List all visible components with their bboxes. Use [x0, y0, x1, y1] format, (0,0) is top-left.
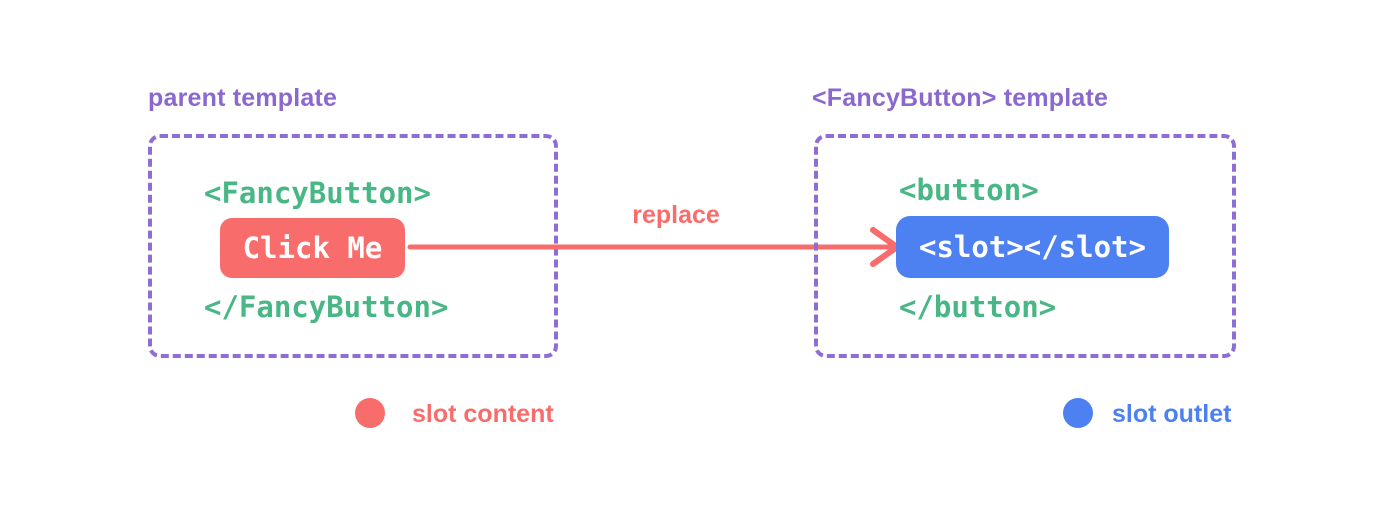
fancy-open-tag: <button> [899, 173, 1039, 207]
slot-content-button: Click Me [220, 218, 405, 278]
fancybutton-template-box [814, 134, 1236, 358]
parent-open-tag: <FancyButton> [204, 176, 431, 210]
parent-template-label: parent template [148, 84, 338, 112]
fancybutton-template-label: <FancyButton> template [812, 84, 1109, 112]
slot-outlet-dot-icon [1063, 398, 1093, 428]
slot-outlet-button: <slot></slot> [896, 216, 1169, 278]
slot-outlet-legend-label: slot outlet [1112, 400, 1232, 428]
fancy-close-tag: </button> [899, 290, 1057, 324]
replace-label: replace [632, 201, 720, 229]
slot-content-dot-icon [355, 398, 385, 428]
slot-content-legend-label: slot content [412, 400, 554, 428]
parent-close-tag: </FancyButton> [204, 290, 449, 324]
